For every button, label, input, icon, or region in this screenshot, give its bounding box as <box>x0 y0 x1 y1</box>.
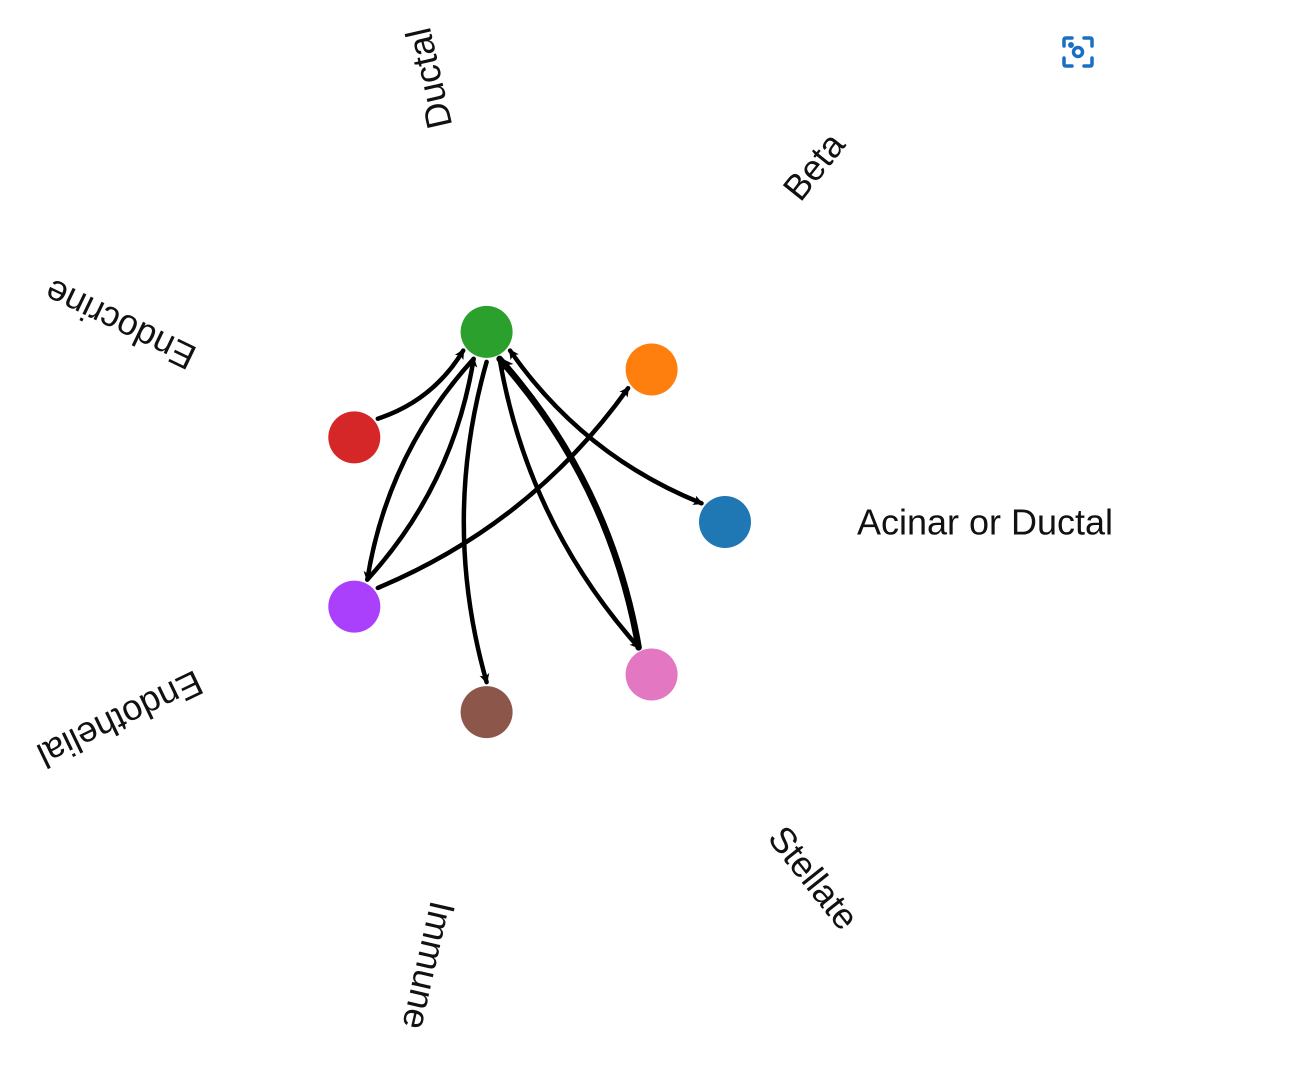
node-label-endothelial: Endothelial <box>31 662 209 776</box>
edge-endocrine-to-ductal <box>375 348 466 421</box>
focus-frame-icon <box>1062 36 1094 68</box>
edge-ductal-to-stellate <box>497 356 641 650</box>
edge-ductal-to-immune <box>461 359 490 685</box>
node-ductal <box>460 305 513 358</box>
labels-layer: Acinar or Ductal Beta DuctalEndocrineEndot… <box>31 24 1113 1033</box>
node-label-endocrine: Endocrine <box>38 271 202 378</box>
node-endocrine <box>328 411 381 464</box>
edge-ductal-to-endothelial <box>363 356 476 582</box>
node-immune <box>460 686 513 739</box>
nodes-layer <box>328 305 751 739</box>
node-label-stellate: Stellate <box>760 818 867 937</box>
edge-endothelial-to-ductal <box>365 356 478 582</box>
node-label-acinar: Acinar or Ductal <box>857 502 1113 543</box>
node-label-ductal: Ductal <box>397 24 460 133</box>
node-label-immune: Immune <box>394 898 463 1034</box>
node-label-beta: Beta <box>775 124 854 208</box>
node-endothelial <box>328 580 381 633</box>
node-stellate <box>625 648 678 701</box>
node-beta <box>625 343 678 396</box>
focus-frame-button[interactable] <box>1054 28 1102 76</box>
edge-ductal-to-acinar <box>507 348 704 506</box>
node-acinar <box>699 496 751 548</box>
edges-layer <box>363 348 704 685</box>
